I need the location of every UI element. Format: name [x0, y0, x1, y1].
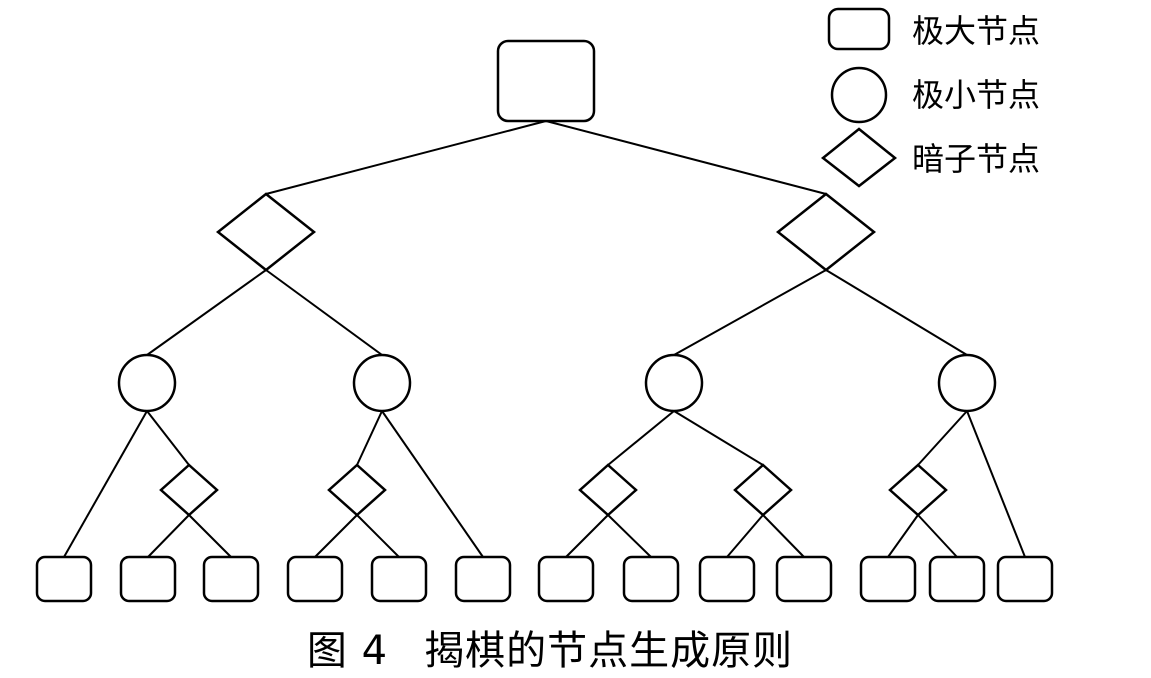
dark-node [888, 463, 948, 517]
dark-node [775, 192, 877, 272]
leaf-max-node [859, 555, 917, 603]
edge-d7-l12 [917, 514, 958, 558]
edge-d3-l3 [188, 514, 232, 558]
min-node [352, 353, 412, 413]
leaf-max-node [119, 555, 177, 603]
legend-dark-label: 暗子节点 [912, 140, 1040, 178]
leaf-max-node [286, 555, 344, 603]
edge-d4-l5 [356, 514, 400, 558]
edge-d1-n2 [265, 269, 383, 356]
edge-d6-l9 [726, 514, 764, 558]
legend-max-label: 极大节点 [912, 12, 1040, 50]
edge-n3-d6 [673, 410, 764, 466]
legend-min-node-icon [830, 66, 888, 124]
edge-root-d1 [265, 120, 547, 195]
edge-n4-l13 [966, 410, 1026, 558]
edge-d7-l11 [887, 514, 919, 558]
edge-n1-d3 [146, 410, 190, 466]
root-max-node [496, 39, 596, 123]
leaf-max-node [928, 555, 986, 603]
edge-n4-d7 [917, 410, 968, 466]
edge-n3-d5 [607, 410, 675, 466]
dark-node [327, 463, 387, 517]
edge-n2-d4 [356, 410, 383, 466]
leaf-max-node [698, 555, 756, 603]
min-node [117, 353, 177, 413]
edge-d3-l2 [147, 514, 190, 558]
dark-node [159, 463, 219, 517]
leaf-max-node [35, 555, 93, 603]
edge-root-d2 [545, 120, 827, 195]
edge-n2-l6 [381, 410, 484, 558]
leaf-max-node [622, 555, 680, 603]
edge-d5-l8 [607, 514, 652, 558]
edge-d4-l4 [314, 514, 358, 558]
tree-nodes [35, 39, 1054, 603]
figure-caption: 图 4 揭棋的节点生成原则 [0, 618, 1100, 676]
edge-n1-l1 [63, 410, 148, 558]
leaf-max-node [202, 555, 260, 603]
leaf-max-node [454, 555, 512, 603]
legend-max-node-icon [827, 7, 891, 51]
leaf-max-node [537, 555, 595, 603]
min-node [644, 353, 704, 413]
edge-d2-n4 [825, 269, 968, 356]
legend-min-label: 极小节点 [912, 76, 1040, 114]
leaf-max-node [370, 555, 428, 603]
min-node [937, 353, 997, 413]
edge-d1-n1 [146, 269, 267, 356]
legend: 极大节点 极小节点 暗子节点 [820, 7, 1040, 188]
edge-d6-l10 [762, 514, 805, 558]
tree-edges [63, 120, 1026, 558]
dark-node [733, 463, 793, 517]
leaf-max-node [996, 555, 1054, 603]
game-tree-diagram: 极大节点 极小节点 暗子节点 [35, 7, 1054, 603]
leaf-max-node [775, 555, 833, 603]
legend-dark-node-icon [820, 127, 898, 188]
figure-title: 揭棋的节点生成原则 [424, 628, 794, 674]
figure-number: 图 4 [306, 628, 389, 674]
edge-d5-l7 [565, 514, 609, 558]
dark-node [578, 463, 638, 517]
edge-d2-n3 [673, 269, 827, 356]
dark-node [215, 192, 317, 272]
